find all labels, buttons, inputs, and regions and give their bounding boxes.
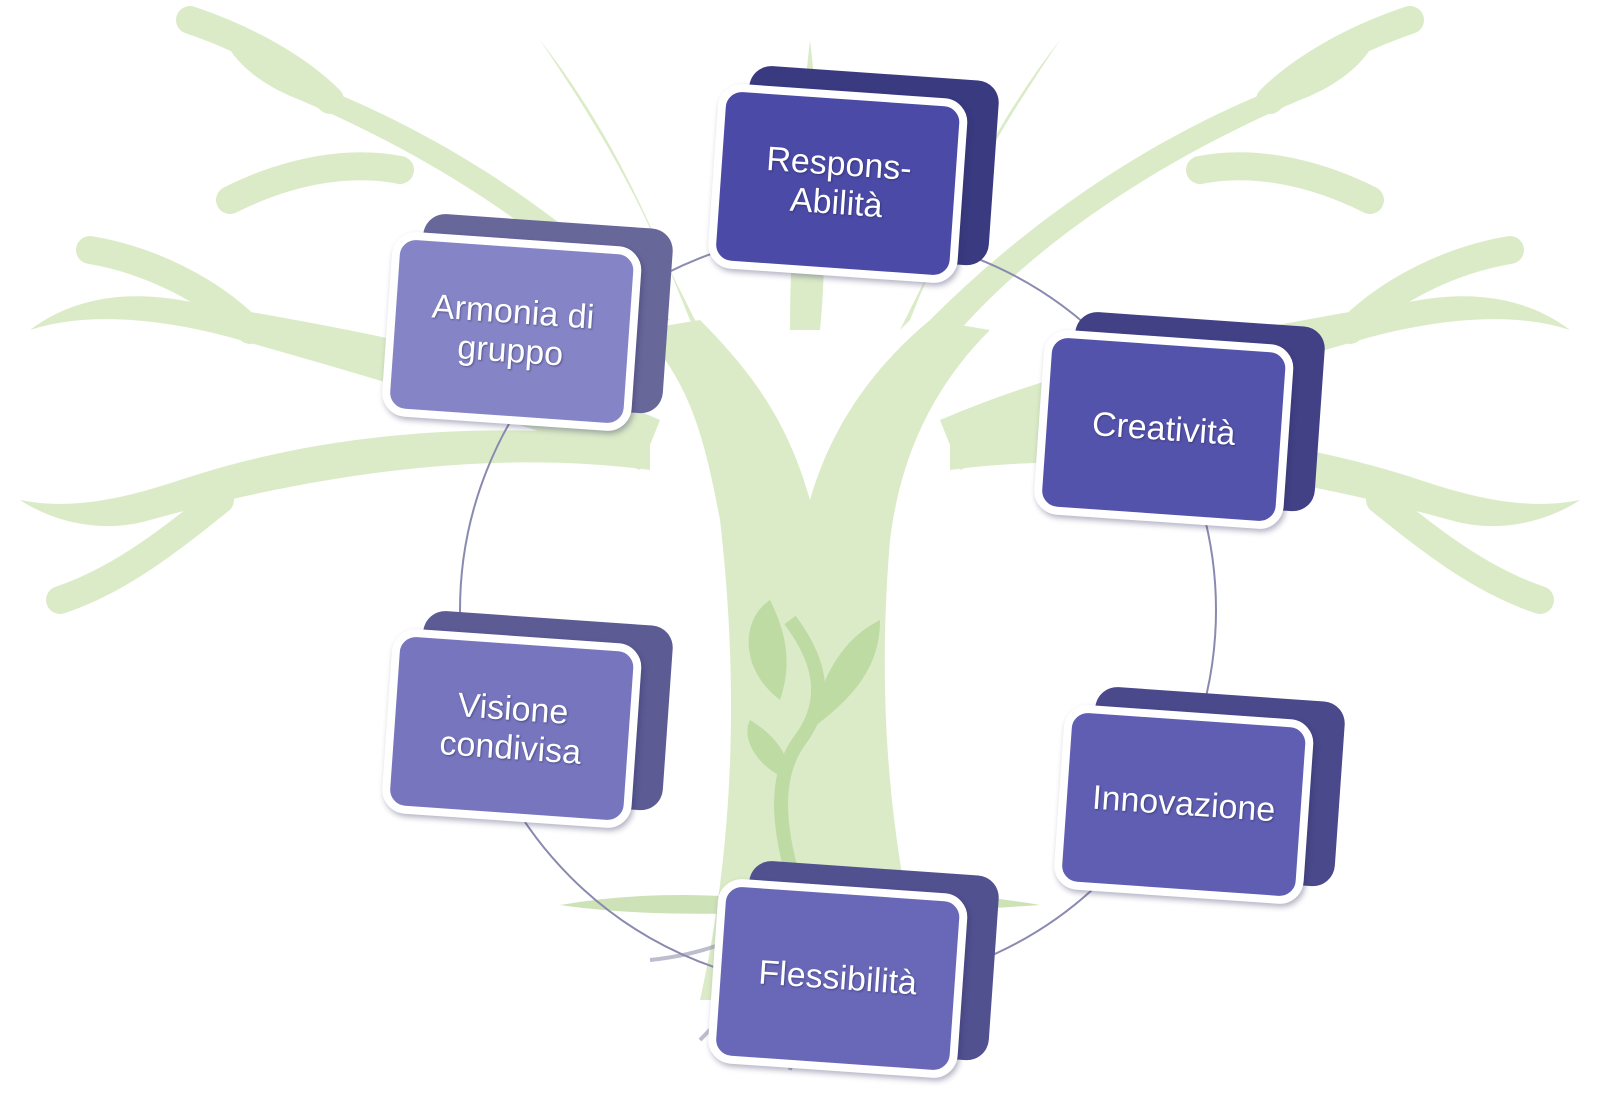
node-responsabilita: Respons- Abilità [705,64,1001,306]
node-face: Creatività [1032,328,1295,531]
node-creativita: Creatività [1031,310,1327,552]
tree-branch-right-5 [1186,6,1554,614]
node-label: Visione condivisa [438,686,583,772]
sprout-leaf-1 [748,600,787,700]
node-label: Respons- Abilità [765,140,913,225]
node-label: Innovazione [1090,779,1277,830]
node-label: Armonia di gruppo [430,287,596,374]
tree-branch-right-4 [900,40,1060,330]
sprout-leaf-2 [810,620,880,730]
node-face: Flessibilità [706,877,969,1080]
node-face: Visione condivisa [380,627,643,830]
node-visione: Visione condivisa [379,609,675,851]
sprout-stem [774,615,826,903]
node-face: Armonia di gruppo [380,230,643,433]
sprout-leaf-3 [747,720,790,780]
node-label: Creatività [1090,405,1237,454]
node-flessibilita: Flessibilità [705,859,1001,1101]
node-label: Flessibilità [757,953,919,1003]
node-innovazione: Innovazione [1051,685,1347,927]
node-face: Respons- Abilità [706,82,969,285]
tree-branch-left-4 [540,40,700,330]
node-armonia: Armonia di gruppo [379,212,675,454]
node-face: Innovazione [1052,703,1315,906]
tree-branch-left-5 [46,6,414,614]
